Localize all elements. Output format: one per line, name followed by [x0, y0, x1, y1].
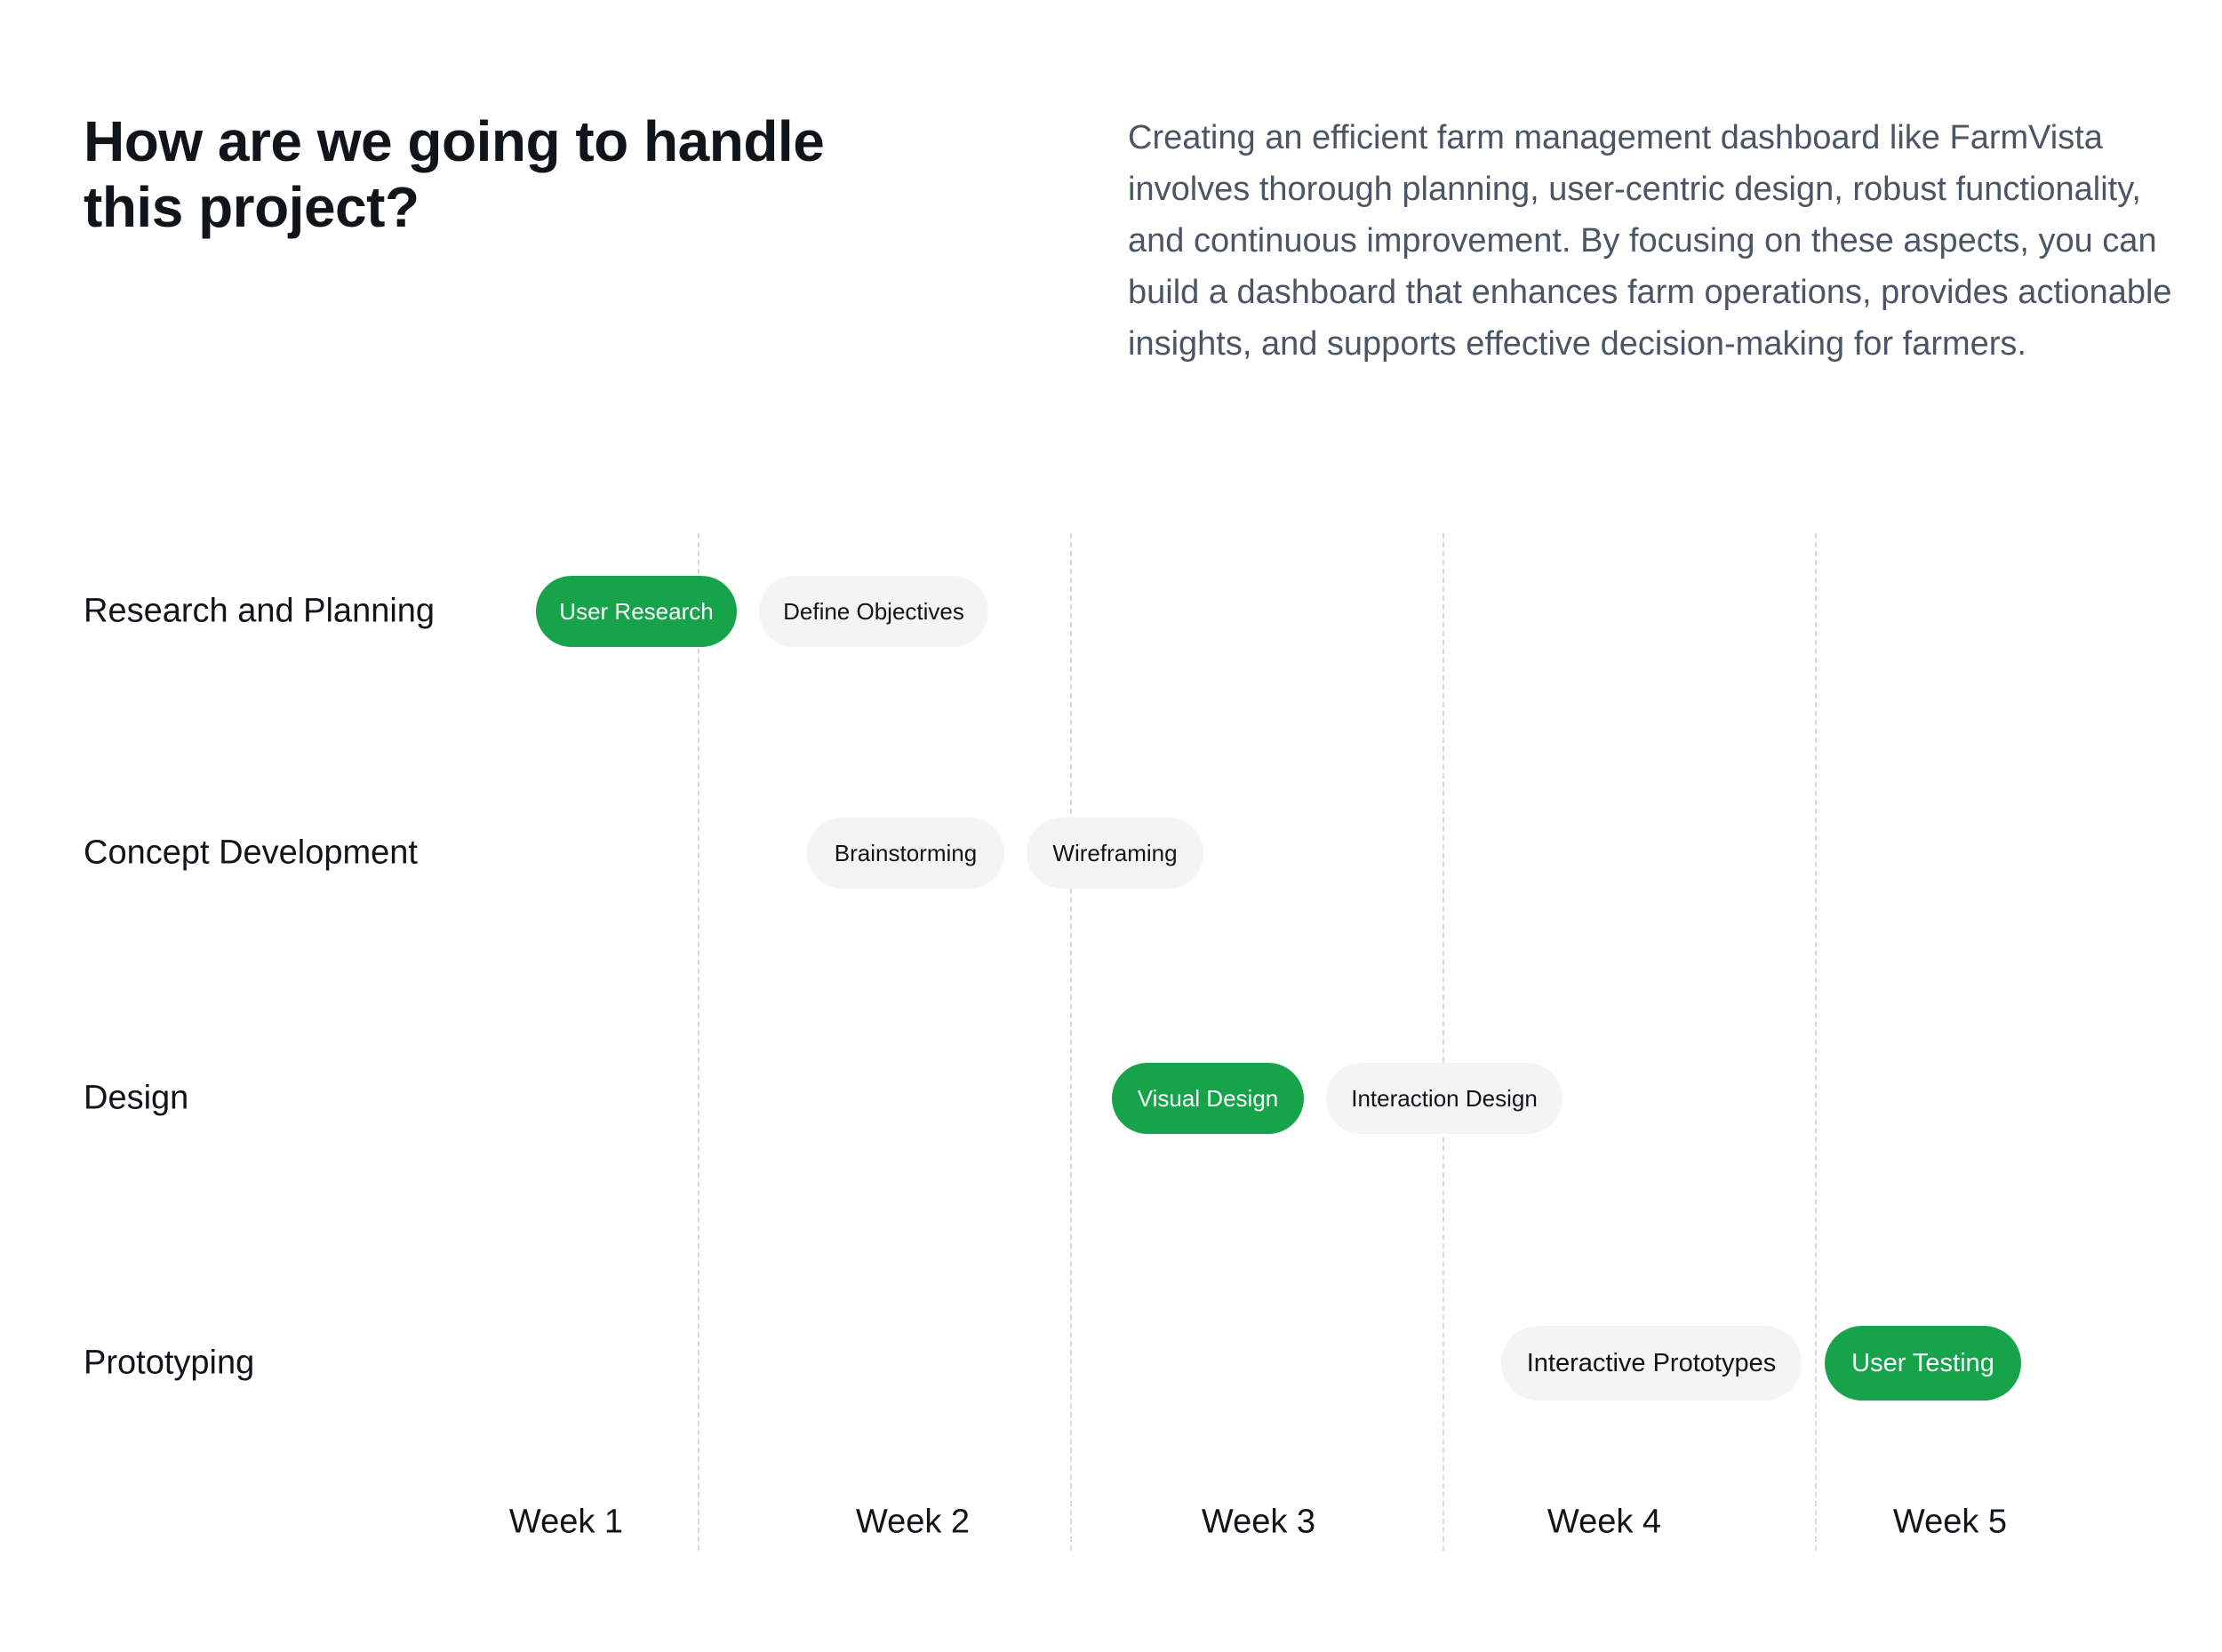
- task-pill-interaction-design[interactable]: Interaction Design: [1326, 1063, 1563, 1134]
- phase-label-concept-development: Concept Development: [84, 834, 418, 872]
- week-divider: [1070, 533, 1072, 1551]
- week-divider: [1443, 533, 1444, 1551]
- week-divider: [698, 533, 699, 1551]
- phase-label-research-and-planning: Research and Planning: [84, 592, 436, 630]
- week-label-5: Week 5: [1892, 1503, 2008, 1541]
- week-label-4: Week 4: [1547, 1503, 1662, 1541]
- page-title: How are we going to handle this project?: [84, 108, 883, 240]
- phase-label-prototyping: Prototyping: [84, 1344, 255, 1382]
- task-pill-visual-design[interactable]: Visual Design: [1112, 1063, 1304, 1134]
- task-pill-interactive-prototypes[interactable]: Interactive Prototypes: [1501, 1326, 1802, 1401]
- task-pill-user-testing[interactable]: User Testing: [1825, 1326, 2021, 1401]
- task-pill-brainstorming[interactable]: Brainstorming: [807, 818, 1004, 889]
- page-title-line-1: How are we going to handle: [84, 109, 825, 173]
- week-label-3: Week 3: [1201, 1503, 1316, 1541]
- task-pill-user-research[interactable]: User Research: [536, 576, 737, 647]
- phase-label-design: Design: [84, 1079, 189, 1117]
- project-description: Creating an efficient farm management da…: [1128, 119, 2172, 363]
- week-divider: [1815, 533, 1817, 1551]
- task-pill-define-objectives[interactable]: Define Objectives: [759, 576, 988, 647]
- week-label-1: Week 1: [508, 1503, 624, 1541]
- page-title-line-2: this project?: [84, 175, 420, 239]
- week-label-2: Week 2: [855, 1503, 971, 1541]
- task-pill-wireframing[interactable]: Wireframing: [1027, 818, 1203, 889]
